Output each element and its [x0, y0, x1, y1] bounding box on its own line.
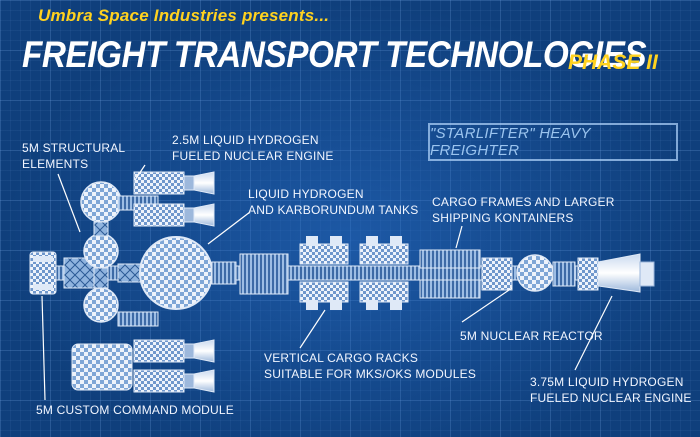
label-tanks-line2: AND KARBORUNDUM TANKS	[248, 203, 419, 217]
page-title: FREIGHT TRANSPORT TECHNOLOGIES	[22, 34, 647, 75]
label-structural-line1: 5M STRUCTURAL	[22, 141, 126, 155]
label-structural-elements: 5M STRUCTURAL ELEMENTS	[22, 140, 125, 172]
label-small-engine: 2.5M LIQUID HYDROGEN FUELED NUCLEAR ENGI…	[172, 132, 334, 164]
label-racks-line2: SUITABLE FOR MKS/OKS MODULES	[264, 367, 477, 381]
label-tanks-line1: LIQUID HYDROGEN	[248, 187, 364, 201]
label-reactor-text: 5M NUCLEAR REACTOR	[460, 329, 603, 343]
label-large-engine: 3.75M LIQUID HYDROGEN FUELED NUCLEAR ENG…	[530, 374, 692, 406]
presents-tagline: Umbra Space Industries presents...	[38, 6, 330, 25]
small-engines-bottom	[71, 339, 215, 393]
label-cargo-frames-line2: SHIPPING KONTAINERS	[432, 211, 574, 225]
label-tanks: LIQUID HYDROGEN AND KARBORUNDUM TANKS	[248, 186, 418, 218]
ship-class-label: "STARLIFTER" HEAVY FREIGHTER	[430, 125, 591, 159]
command-module	[29, 251, 57, 295]
label-engine-large-line2: FUELED NUCLEAR ENGINE	[530, 391, 692, 405]
nuclear-reactor	[516, 254, 576, 292]
cargo-racks	[239, 236, 409, 310]
label-engine-small-line1: 2.5M LIQUID HYDROGEN	[172, 133, 319, 147]
hydrogen-tank	[117, 236, 237, 310]
label-command-module: 5M CUSTOM COMMAND MODULE	[36, 402, 234, 418]
large-engine	[577, 253, 655, 293]
phase-badge: PHASE II	[568, 51, 658, 74]
cargo-containers	[419, 249, 513, 299]
label-engine-large-line1: 3.75M LIQUID HYDROGEN	[530, 375, 684, 389]
label-cargo-racks: VERTICAL CARGO RACKS SUITABLE FOR MKS/OK…	[264, 350, 476, 382]
label-reactor: 5M NUCLEAR REACTOR	[460, 328, 603, 344]
ship-class-box: "STARLIFTER" HEAVY FREIGHTER	[428, 123, 678, 161]
small-engines-top	[133, 171, 215, 227]
structural-elements	[63, 181, 159, 327]
label-cargo-frames-line1: CARGO FRAMES AND LARGER	[432, 195, 615, 209]
label-cargo-frames: CARGO FRAMES AND LARGER SHIPPING KONTAIN…	[432, 194, 615, 226]
label-structural-line2: ELEMENTS	[22, 157, 89, 171]
leader-lines	[41, 164, 613, 401]
label-racks-line1: VERTICAL CARGO RACKS	[264, 351, 419, 365]
label-command-module-text: 5M CUSTOM COMMAND MODULE	[36, 403, 234, 417]
label-engine-small-line2: FUELED NUCLEAR ENGINE	[172, 149, 334, 163]
